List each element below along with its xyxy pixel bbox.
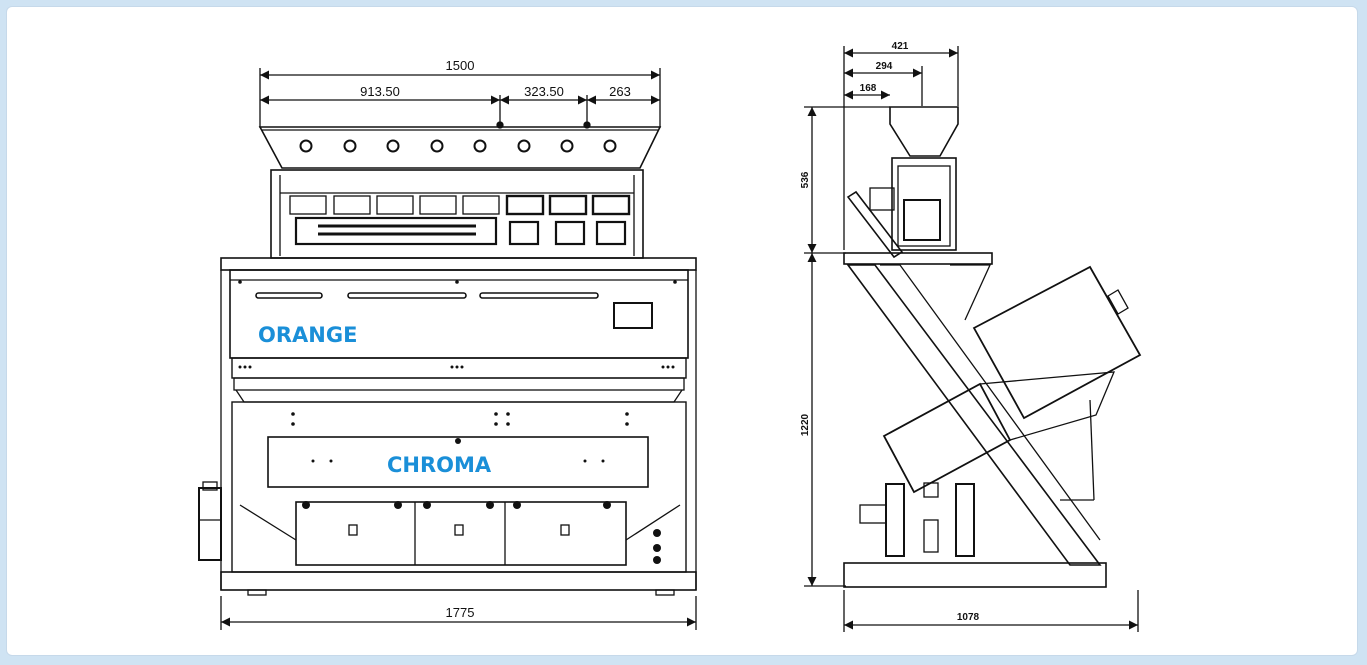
dim-upper-height: 536: [800, 171, 811, 188]
dim-total-width: 1500: [446, 58, 475, 73]
brand-chroma-label: CHROMA: [387, 453, 492, 477]
dim-base-width: 1775: [446, 605, 475, 620]
side-base-dimension: [843, 590, 1139, 632]
brand-orange-label: ORANGE: [258, 323, 357, 347]
front-base-dimension: [220, 596, 697, 630]
front-view: [198, 68, 697, 630]
dim-right-width: 263: [609, 84, 631, 99]
dim-hopper-inner: 168: [860, 83, 877, 94]
dim-middle-width: 323.50: [524, 84, 564, 99]
side-height-dimensions: [804, 106, 890, 587]
feeder-units: [289, 194, 631, 246]
dim-hopper-mid: 294: [876, 61, 893, 72]
dim-left-width: 913.50: [360, 84, 400, 99]
front-detail-dots: [238, 280, 677, 564]
hopper-holes: [299, 139, 617, 153]
side-view: [804, 46, 1142, 632]
front-top-dimensions: [259, 68, 661, 128]
dim-lower-height: 1220: [800, 413, 811, 436]
dim-hopper-width: 421: [892, 41, 909, 52]
dim-base-depth: 1078: [957, 612, 980, 623]
side-top-dimensions: [843, 46, 959, 250]
